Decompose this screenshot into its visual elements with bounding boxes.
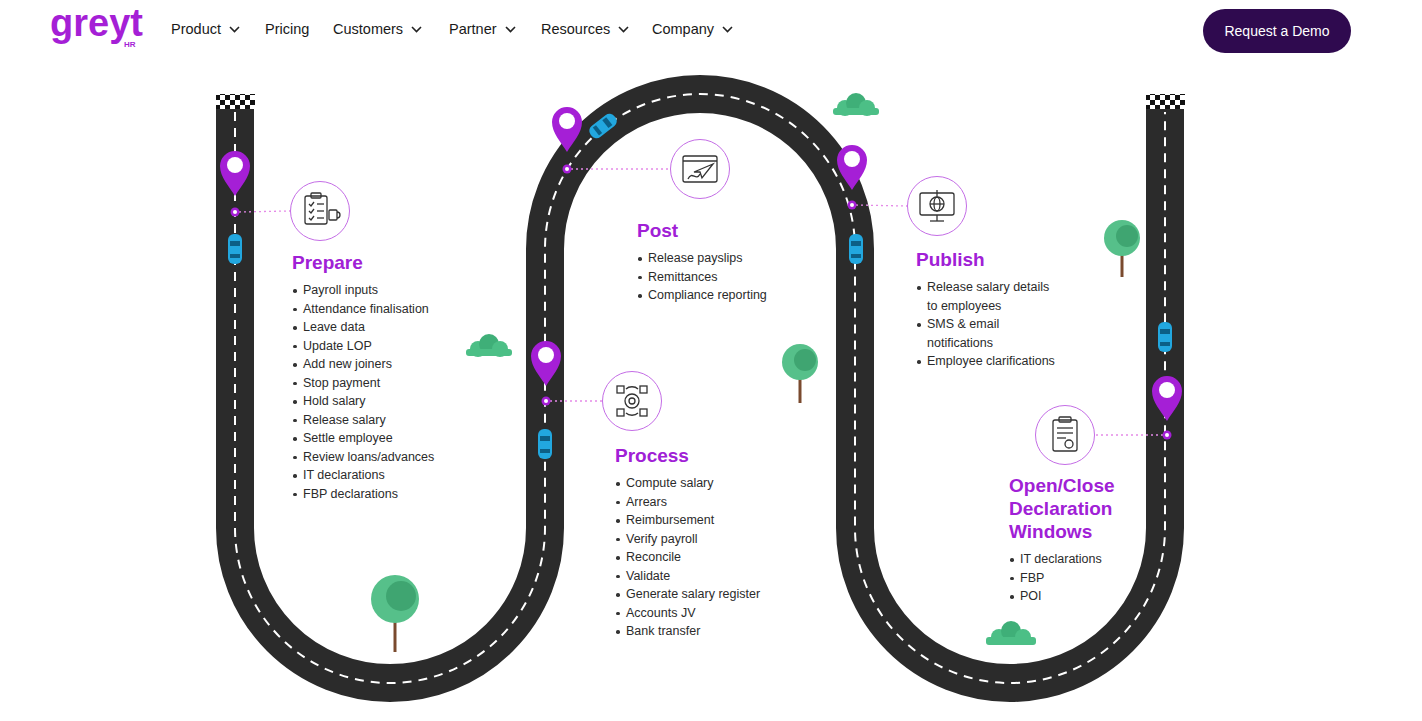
- nav-link: Resources: [541, 22, 610, 37]
- paper-plane-icon: [683, 156, 717, 182]
- certificate-icon: [1053, 417, 1077, 451]
- bush: [986, 621, 1036, 645]
- car: [1158, 322, 1172, 352]
- stage-heading: Open/Close Declaration Windows: [1009, 474, 1129, 543]
- car: [228, 234, 242, 264]
- process-icon: [617, 386, 647, 416]
- stage-text-block: ProcessCompute salaryArrearsReimbursemen…: [615, 444, 825, 641]
- map-pin: [552, 107, 582, 152]
- monitor-globe-icon: [920, 190, 954, 221]
- stage-bullet: Remittances: [637, 268, 847, 287]
- nav-link: Company: [652, 22, 714, 37]
- map-pin: [531, 341, 561, 386]
- button-label: Request a Demo: [1224, 23, 1329, 39]
- stage-bullet: Generate salary register: [615, 585, 825, 604]
- checklist-icon: [305, 193, 340, 224]
- dropdown-chevron: [723, 27, 732, 32]
- stage-bullet: Update LOP: [292, 337, 502, 356]
- stage-text-block: PostRelease payslipsRemittancesComplianc…: [637, 219, 847, 305]
- stage-bullet: Compliance reporting: [637, 286, 847, 305]
- stage-bullet: Hold salary: [292, 392, 502, 411]
- dropdown-chevron: [506, 27, 515, 32]
- checkered-flag: [1146, 94, 1185, 109]
- stage-bullet: Bank transfer: [615, 622, 825, 641]
- stage-bullet: IT declarations: [1009, 550, 1179, 569]
- stage-bullet: Settle employee: [292, 429, 502, 448]
- stage-bullet: Add new joiners: [292, 355, 502, 374]
- bush: [833, 93, 879, 116]
- stage-bullet: Stop payment: [292, 374, 502, 393]
- car: [849, 234, 863, 264]
- dropdown-chevron: [412, 27, 421, 32]
- stage-heading: Process: [615, 444, 825, 467]
- map-pin: [1152, 376, 1182, 421]
- stage-icon-circle: PostRelease payslipsRemittancesComplianc…: [670, 139, 730, 199]
- stage-bullet: FBP: [1009, 569, 1179, 588]
- stage-bullet: POI: [1009, 587, 1179, 606]
- logo-suffix: HR: [124, 41, 136, 49]
- logo-wordmark: greyt: [50, 4, 143, 42]
- dropdown-chevron: [722, 26, 733, 33]
- stage-bullet: Compute salary: [615, 474, 825, 493]
- dropdown-chevron: [505, 26, 516, 33]
- stage-bullet: Employee clarifications: [916, 352, 1059, 371]
- stage-icon-circle: Open/Close Declaration WindowsIT declara…: [1035, 405, 1095, 465]
- stage-icon-circle: ProcessCompute salaryArrearsReimbursemen…: [602, 371, 662, 431]
- stage-icon-circle: PublishRelease salary details to employe…: [907, 176, 967, 236]
- stage-text-block: Open/Close Declaration Windows IT declara…: [1009, 474, 1179, 606]
- stage-bullet: Leave data: [292, 318, 502, 337]
- leader-line: [239, 169, 1163, 435]
- stage-bullet: Release salary details to employees: [916, 278, 1059, 315]
- stage-heading: Publish: [916, 248, 1059, 271]
- nav-link: Partner: [449, 22, 497, 37]
- tree: [371, 575, 419, 652]
- car: [587, 111, 619, 141]
- map-pin: [220, 151, 250, 196]
- stage-bullet: FBP declarations: [292, 485, 502, 504]
- nav-link: Product: [171, 22, 221, 37]
- checkered-flag: [216, 94, 255, 109]
- demo-button: Request a Demo: [1203, 9, 1351, 53]
- dropdown-chevron: [230, 27, 239, 32]
- nav-link: Pricing: [265, 22, 309, 37]
- tree: [782, 344, 818, 403]
- dropdown-chevron: [229, 26, 240, 33]
- bush: [466, 334, 512, 357]
- stage-heading: Post: [637, 219, 847, 242]
- route-dot: [231, 165, 1172, 440]
- stage-bullet: Arrears: [615, 493, 825, 512]
- stage-bullet: Attendance finalisation: [292, 300, 502, 319]
- stage-bullet: Review loans/advances: [292, 448, 502, 467]
- stage-bullet: Payroll inputs: [292, 281, 502, 300]
- map-pin: [837, 145, 867, 190]
- stage-bullet: Reimbursement: [615, 511, 825, 530]
- stage-bullet: Reconcile: [615, 548, 825, 567]
- stage-bullet: Release payslips: [637, 249, 847, 268]
- dropdown-chevron: [619, 27, 628, 32]
- stage-text-block: PublishRelease salary details to employe…: [916, 248, 1059, 371]
- tree: [1104, 220, 1140, 277]
- stage-bullet: SMS & email notifications: [916, 315, 1059, 352]
- car: [538, 429, 552, 459]
- nav-link: Customers: [333, 22, 403, 37]
- stage-bullet: Verify payroll: [615, 530, 825, 549]
- stage-bullet: Release salary: [292, 411, 502, 430]
- stage-text-block: PreparePayroll inputsAttendance finalisa…: [292, 251, 502, 503]
- stage-bullet: Validate: [615, 567, 825, 586]
- stage-bullet: Accounts JV: [615, 604, 825, 623]
- dropdown-chevron: [411, 26, 422, 33]
- stage-heading: Prepare: [292, 251, 502, 274]
- stage-icon-circle: PreparePayroll inputsAttendance finalisa…: [290, 181, 350, 241]
- stage-bullet: IT declarations: [292, 466, 502, 485]
- dropdown-chevron: [618, 26, 629, 33]
